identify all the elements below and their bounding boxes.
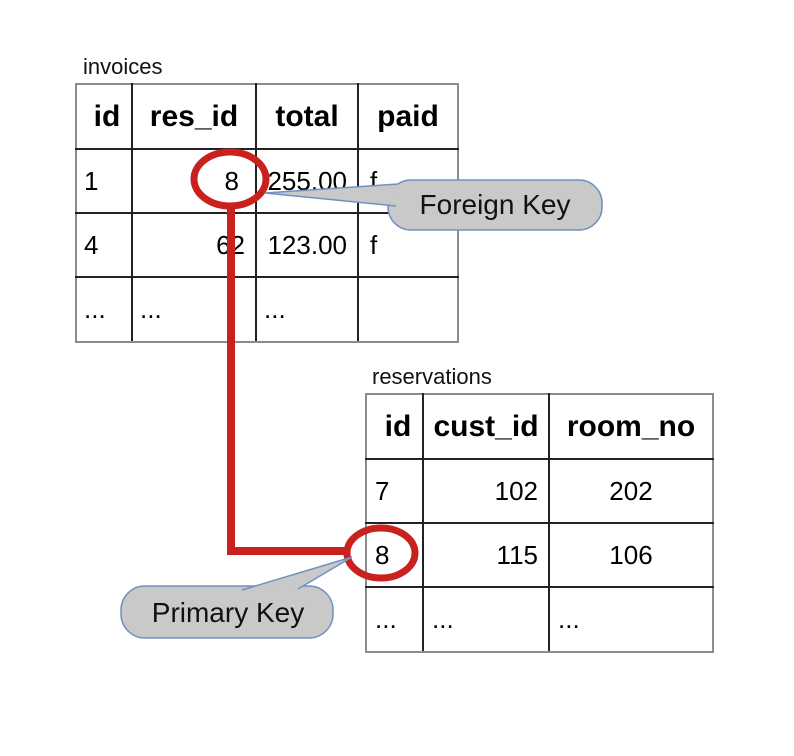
invoices-row: ... ... ... [75, 276, 459, 343]
reservations-header-cust-id: cust_id [422, 393, 550, 460]
invoices-cell-paid: f [357, 212, 459, 278]
primary-key-callout-tail [241, 556, 353, 591]
invoices-header-id: id [75, 83, 133, 150]
reservations-cell-cust-id: 115 [422, 522, 550, 588]
reservations-cell-id: ... [365, 586, 424, 653]
invoices-cell-total: 255.00 [255, 148, 359, 214]
reservations-cell-cust-id: ... [422, 586, 550, 653]
reservations-header-row: id cust_id room_no [365, 393, 714, 460]
invoices-table-title: invoices [83, 54, 163, 79]
invoices-cell-res-id: 8 [131, 148, 257, 214]
invoices-header-res-id: res_id [131, 83, 257, 150]
primary-key-callout [120, 585, 334, 639]
reservations-row: 8 115 106 [365, 522, 714, 588]
invoices-cell-id: ... [75, 276, 133, 343]
invoices-cell-id: 1 [75, 148, 133, 214]
reservations-cell-room-no: 106 [548, 522, 714, 588]
invoices-cell-total: 123.00 [255, 212, 359, 278]
invoices-cell-id: 4 [75, 212, 133, 278]
invoices-row: 4 62 123.00 f [75, 212, 459, 278]
reservations-header-id: id [365, 393, 424, 460]
reservations-cell-room-no: 202 [548, 458, 714, 524]
invoices-header-paid: paid [357, 83, 459, 150]
reservations-table: id cust_id room_no 7 102 202 8 115 106 .… [365, 393, 714, 653]
reservations-row: ... ... ... [365, 586, 714, 653]
reservations-cell-room-no: ... [548, 586, 714, 653]
invoices-header-row: id res_id total paid [75, 83, 459, 150]
reservations-cell-id: 7 [365, 458, 424, 524]
invoices-cell-paid: f [357, 148, 459, 214]
reservations-cell-id: 8 [365, 522, 424, 588]
reservations-header-room-no: room_no [548, 393, 714, 460]
invoices-table: id res_id total paid 1 8 255.00 f 4 62 1… [75, 83, 459, 343]
primary-key-label: Primary Key [152, 597, 304, 628]
invoices-cell-total: ... [255, 276, 359, 343]
reservations-row: 7 102 202 [365, 458, 714, 524]
reservations-cell-cust-id: 102 [422, 458, 550, 524]
invoices-cell-paid [357, 276, 459, 343]
invoices-cell-res-id: 62 [131, 212, 257, 278]
invoices-cell-res-id: ... [131, 276, 257, 343]
invoices-header-total: total [255, 83, 359, 150]
invoices-row: 1 8 255.00 f [75, 148, 459, 214]
reservations-table-title: reservations [372, 364, 492, 389]
